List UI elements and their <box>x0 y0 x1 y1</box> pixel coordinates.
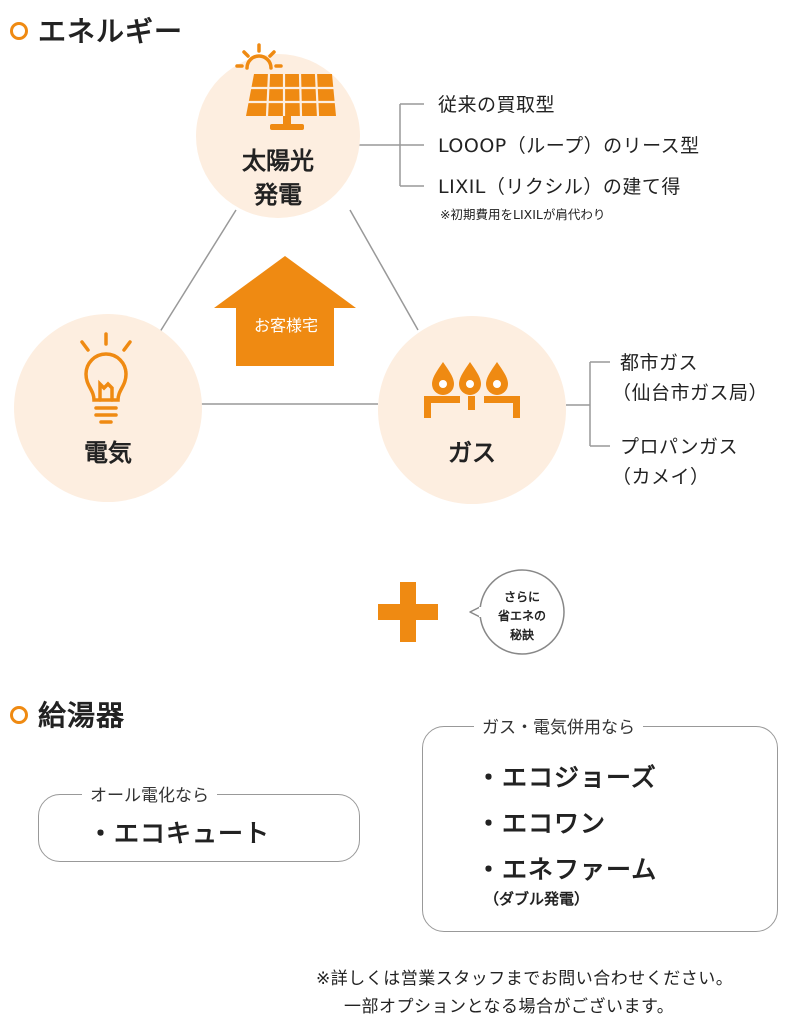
solar-option-3: LIXIL（リクシル）の建て得 <box>438 176 681 198</box>
solar-panel-icon <box>235 43 336 130</box>
gas-flame-icon <box>424 362 520 418</box>
bubble-line3: 秘訣 <box>509 628 534 642</box>
bubble-text: さらに 省エネの 秘訣 <box>492 588 552 645</box>
section-circle-icon <box>10 706 28 724</box>
electricity-label: 電気 <box>84 439 132 467</box>
gas-electric-item-2: ・エコワン <box>476 809 607 838</box>
bubble-line2: 省エネの <box>497 609 546 623</box>
water-heater-section-title: 給湯器 <box>38 699 126 732</box>
all-electric-item: ・エコキュート <box>88 819 271 848</box>
footer-note-1: ※詳しくは営業スタッフまでお問い合わせください。 <box>316 969 734 989</box>
solar-label-line1: 太陽光 <box>242 147 314 175</box>
solar-label: 太陽光 発電 <box>228 144 328 212</box>
section-circle-icon <box>10 22 28 40</box>
solar-label-line2: 発電 <box>254 181 302 209</box>
light-bulb-icon <box>80 332 132 424</box>
gas-electric-title: ガス・電気併用なら <box>474 713 643 738</box>
gas-option-1-line2: （仙台市ガス局） <box>612 382 769 404</box>
gas-electric-item-3: ・エネファーム <box>476 855 658 884</box>
energy-section-title: エネルギー <box>38 15 184 48</box>
gas-option-2-line2: （カメイ） <box>612 466 710 488</box>
solar-option-1: 従来の買取型 <box>438 94 556 116</box>
bubble-line1: さらに <box>503 590 540 604</box>
solar-note: ※初期費用をLIXILが肩代わり <box>440 207 606 222</box>
house-label: お客様宅 <box>253 316 318 335</box>
gas-electric-item-3-sub: （ダブル発電） <box>484 890 590 908</box>
gas-option-1-line1: 都市ガス <box>620 352 699 374</box>
speech-bubble <box>469 569 565 655</box>
solar-option-2: LOOOP（ループ）のリース型 <box>438 135 700 157</box>
gas-electric-item-1: ・エコジョーズ <box>476 763 657 792</box>
gas-label: ガス <box>448 439 496 467</box>
plus-icon <box>378 582 438 642</box>
house-icon <box>214 256 356 366</box>
all-electric-title: オール電化なら <box>82 781 217 806</box>
gas-option-2-line1: プロパンガス <box>620 436 738 458</box>
footer-note-2: 一部オプションとなる場合がございます。 <box>344 997 675 1017</box>
